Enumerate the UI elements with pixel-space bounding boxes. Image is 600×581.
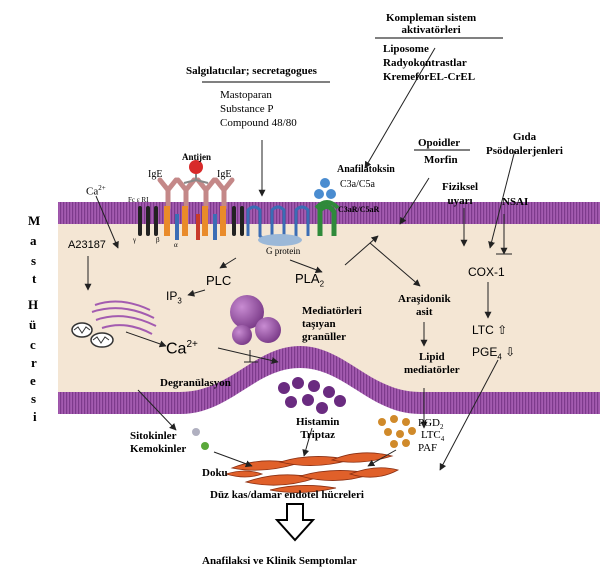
secretagogue-item: Substance P <box>220 103 274 115</box>
mediator-granules-label: Mediatörleri taşıyan granüller <box>302 305 362 343</box>
cell-membrane-bottom <box>58 346 600 414</box>
degranulation-label: Degranülasyon <box>160 377 231 389</box>
cytokines-label: Sitokinler Kemokinler <box>130 430 187 455</box>
lipid-mediators-label: Lipid mediatörler <box>404 351 460 376</box>
complement-item: KremeforEL-CrEL <box>383 71 476 83</box>
secretagogue-item: Mastoparan <box>220 89 272 101</box>
anaphylatoxin-label: Anafilatoksin <box>337 164 395 175</box>
endoplasmic-reticulum-icon <box>91 300 157 335</box>
paf-label: PAF <box>418 442 438 454</box>
opioids-heading: Opoidler <box>418 137 461 149</box>
c3a-c5a-label: C3a/C5a <box>340 179 375 190</box>
ca-mid-label: Ca2+ <box>166 339 198 358</box>
pgd2-label: PGD2 <box>418 417 444 432</box>
nsai-label: NSAI <box>502 196 529 208</box>
c3ar-label: C3aR/C5aR <box>338 205 380 214</box>
plc-label: PLC <box>206 273 232 288</box>
smooth-muscle-label: Düz kas/damar endotel hücreleri <box>210 489 364 501</box>
gamma-subunit-label: γ <box>133 236 137 244</box>
antigen-label: Antijen <box>182 152 211 162</box>
tissue-icon <box>224 452 400 493</box>
mitochondria-icon <box>71 322 114 348</box>
ige-label-left: IgE <box>148 169 163 180</box>
physical-stimulus-label: Fiziksel uyarı <box>442 181 479 207</box>
chemokine-dot <box>201 442 209 450</box>
ige-antibody-left <box>157 177 197 240</box>
anaphylatoxin-icon <box>314 178 336 199</box>
ltc4-label: LTC4 <box>421 429 445 444</box>
outcome-arrow-icon <box>274 503 316 542</box>
mediator-granules-icon <box>230 295 281 345</box>
lipid-mediator-dots <box>378 415 416 448</box>
pla2-label: PLA2 <box>295 271 325 289</box>
ige-antibody-right <box>195 177 235 240</box>
cox1-label: COX-1 <box>468 265 505 279</box>
fc-epsilon-receptor-right <box>232 206 244 236</box>
ip3-label: IP3 <box>166 289 182 306</box>
g-protein-receptor-icon <box>246 205 310 241</box>
arachidonic-acid-label: Araşidonik asit <box>398 293 451 318</box>
c3a-receptor-icon <box>314 200 340 236</box>
complement-item: Radyokontrastlar <box>383 57 467 69</box>
a23187-label: A23187 <box>68 239 106 251</box>
antigen-icon <box>183 160 209 184</box>
fc-receptor-label: Fc ε RI <box>128 196 149 204</box>
complement-heading: Kompleman sistem aktivatörleri <box>386 12 477 36</box>
g-protein-label: G protein <box>266 246 301 256</box>
ltc-label: LTC ⇧ <box>472 323 508 337</box>
secretagogue-item: Compound 48/80 <box>220 117 297 129</box>
secretagogues-heading: Salgılatıcılar; secretagogues <box>186 65 317 77</box>
cytoplasm <box>58 214 600 398</box>
released-granules-icon <box>278 377 346 414</box>
cytokine-dot <box>192 428 200 436</box>
pathway-arrows <box>84 47 516 471</box>
food-pseudoallergens-label: Gıda Psödoalerjenleri <box>486 131 563 157</box>
outcome-label: Anafilaksi ve Klinik Semptomlar <box>202 555 357 567</box>
histamine-tryptase-label: Histamin Triptaz <box>296 416 340 441</box>
ige-label-right: IgE <box>217 169 232 180</box>
ca-top-label: Ca2+ <box>86 184 106 198</box>
fc-epsilon-receptor-left <box>138 206 158 236</box>
alpha-subunit-label: α <box>174 241 178 249</box>
pge-label: PGE4 ⇩ <box>472 345 516 362</box>
complement-item: Liposome <box>383 43 429 55</box>
tissue-label: Doku <box>202 467 228 479</box>
beta-subunit-label: β <box>156 236 160 244</box>
opioids-item: Morfin <box>424 154 458 166</box>
